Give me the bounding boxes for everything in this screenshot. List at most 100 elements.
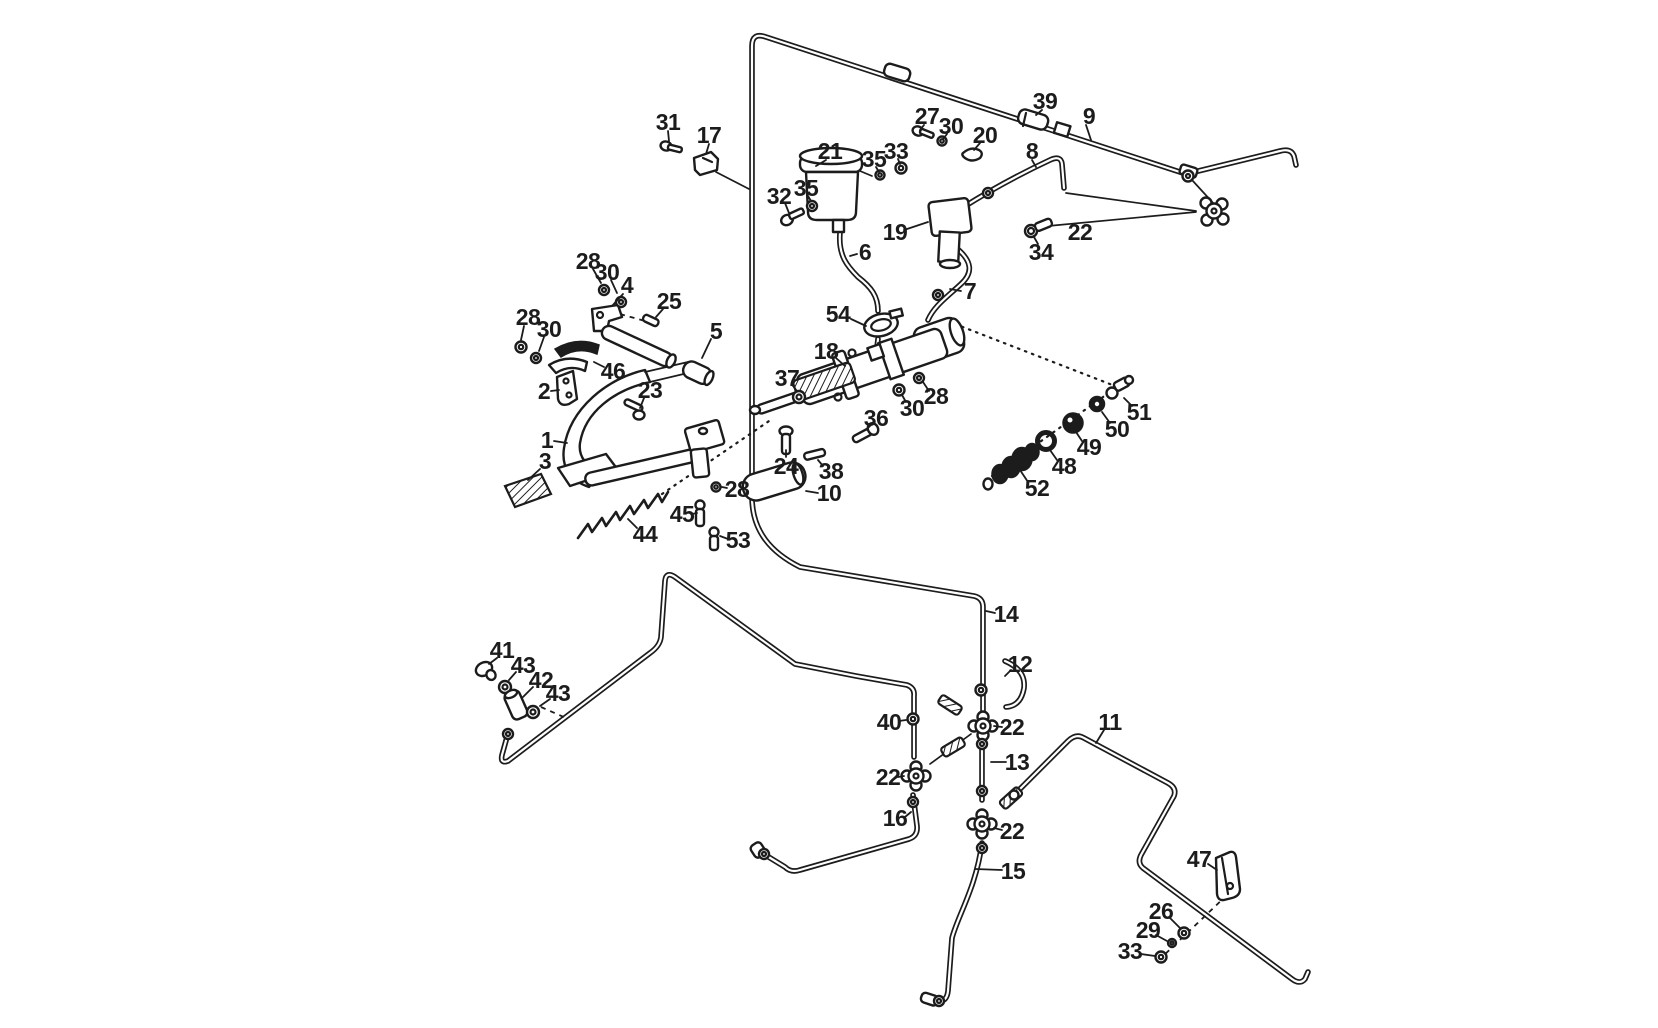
banjo-bolt-b — [940, 736, 966, 758]
part-label-29: 29 — [1136, 917, 1161, 943]
leader-line-35 — [807, 195, 812, 202]
part-label-22: 22 — [876, 764, 901, 790]
tee-fittings-41-43 — [474, 660, 541, 741]
part-label-51: 51 — [1127, 399, 1152, 425]
leader-line-10 — [805, 490, 819, 494]
sleeve-10 — [741, 461, 807, 502]
part-label-16: 16 — [883, 805, 908, 831]
part-label-43: 43 — [546, 680, 571, 706]
leader-line-30 — [901, 394, 907, 403]
nut-16-top — [906, 795, 920, 809]
nut-30-a — [614, 295, 628, 309]
leader-line-53 — [719, 535, 729, 540]
pad-46-upper — [553, 340, 600, 359]
part-label-49: 49 — [1077, 434, 1102, 460]
leader-line-35 — [875, 166, 880, 173]
bolt-45-shaft — [694, 507, 706, 528]
part-label-45: 45 — [670, 501, 695, 527]
part-label-26: 26 — [1149, 898, 1174, 924]
part-label-8: 8 — [1026, 138, 1039, 164]
leader-line-4 — [611, 293, 624, 307]
clip-17 — [692, 150, 720, 177]
bolt34-axis — [1047, 211, 1197, 227]
hose-clamp-54 — [863, 307, 904, 338]
leader-line-34 — [1033, 236, 1039, 245]
leader-line-3 — [527, 468, 541, 481]
washer-28-b — [514, 340, 528, 354]
inlet-port — [866, 342, 886, 362]
part-label-33: 33 — [1118, 938, 1143, 964]
clip-20 — [961, 147, 983, 162]
washer-28-d — [912, 371, 926, 385]
reservoir-neck — [831, 218, 846, 234]
part-label-38: 38 — [819, 458, 844, 484]
nut-13-bottom — [975, 784, 989, 798]
clip17-pointer — [715, 171, 750, 190]
explode-axis-pushrod — [660, 417, 774, 496]
leader-line-25 — [655, 308, 664, 318]
washer-29 — [1166, 937, 1178, 949]
part-label-3: 3 — [539, 448, 551, 474]
pipe-40-run — [498, 571, 917, 765]
nut-30-d — [892, 383, 906, 397]
part-label-2: 2 — [538, 378, 550, 404]
part-label-50: 50 — [1105, 416, 1130, 442]
pin-25 — [641, 313, 660, 328]
reservoir-body — [804, 170, 860, 222]
pipe-connector — [882, 62, 912, 83]
leader-line-28 — [520, 325, 525, 341]
washer-35-b — [805, 199, 819, 213]
part-label-6: 6 — [859, 239, 871, 265]
part-label-20: 20 — [973, 122, 998, 148]
pin25-axis — [619, 313, 646, 322]
leader-line-38 — [817, 459, 824, 467]
leader-line-28 — [592, 268, 602, 284]
leader-line-8 — [1031, 159, 1037, 168]
part-label-40: 40 — [877, 709, 902, 735]
stop-bracket-2 — [555, 369, 579, 407]
seal-49 — [1062, 412, 1084, 434]
leader-line-2 — [550, 389, 560, 392]
part-label-41: 41 — [490, 637, 515, 663]
washer-28-a — [597, 283, 611, 297]
part-label-46: 46 — [601, 358, 626, 384]
fluid-reservoir — [779, 146, 908, 234]
fitting-9 — [1052, 121, 1072, 139]
part-label-30: 30 — [595, 259, 620, 285]
nut-13-top — [975, 737, 989, 751]
nut-26 — [1177, 926, 1191, 940]
part-label-10: 10 — [817, 480, 842, 506]
part-label-52: 52 — [1025, 475, 1050, 501]
bolt-23-shaft — [623, 398, 644, 413]
pin-38 — [803, 447, 827, 461]
nut-43-b — [525, 704, 541, 720]
leader-line-19 — [903, 221, 929, 231]
leader-line-1 — [553, 440, 568, 444]
part-label-28: 28 — [725, 476, 750, 502]
part-label-30: 30 — [537, 316, 562, 342]
elbow-fitting-19 — [927, 196, 973, 270]
leader-line-22 — [897, 775, 905, 778]
nut-28-c — [710, 481, 722, 493]
leader-line-36 — [865, 424, 872, 431]
leader-line-41 — [488, 657, 498, 665]
leader-line-40 — [898, 719, 907, 722]
part-label-35: 35 — [862, 146, 887, 172]
part-label-14: 14 — [994, 601, 1019, 627]
part-label-1: 1 — [541, 427, 554, 453]
leader-line-26 — [1168, 916, 1181, 929]
part-label-18: 18 — [814, 338, 839, 364]
explode-axis-cylinder — [953, 322, 1117, 388]
part-label-13: 13 — [1005, 749, 1030, 775]
part-label-48: 48 — [1052, 453, 1077, 479]
union-22-top-right — [1199, 196, 1230, 227]
part-label-22: 22 — [1000, 818, 1025, 844]
leader-line-52 — [1019, 469, 1029, 483]
leader-line-28 — [721, 486, 728, 489]
part-label-22: 22 — [1000, 714, 1025, 740]
part-label-17: 17 — [697, 122, 722, 148]
washer35-pointer — [859, 170, 873, 177]
leader-line-31 — [667, 130, 670, 142]
